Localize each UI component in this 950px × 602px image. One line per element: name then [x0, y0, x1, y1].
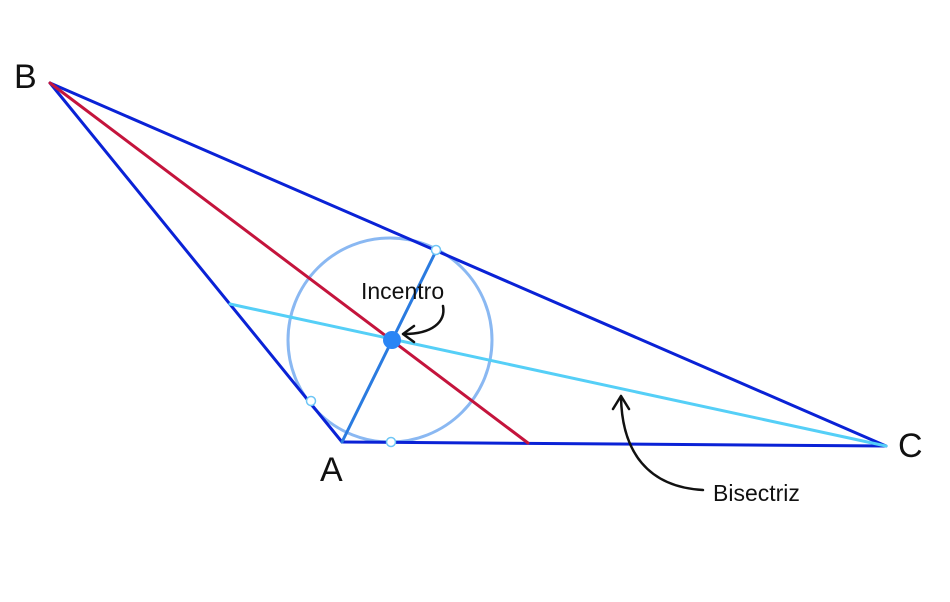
vertex-label-a: A: [320, 451, 343, 489]
side-bc: [48, 81, 888, 448]
incenter-point: [383, 331, 401, 349]
incenter-arrow-head-icon: [401, 324, 416, 344]
side-ac: [340, 440, 888, 448]
incenter-label: Incentro: [361, 278, 444, 304]
bisector-from-b: [48, 81, 530, 445]
side-ab: [48, 81, 344, 444]
bisector-from-c: [228, 302, 888, 448]
vertex-label-c: C: [898, 427, 923, 465]
tangent-point-ac: [385, 436, 397, 448]
tangent-point-bc: [430, 244, 442, 256]
bisector-label: Bisectriz: [713, 480, 800, 506]
tangent-point-ab: [305, 395, 317, 407]
bisector-arrow-head-icon: [611, 394, 631, 411]
bisector-arrow: [619, 395, 705, 492]
incenter-arrow: [402, 304, 445, 336]
vertex-label-b: B: [14, 58, 37, 96]
